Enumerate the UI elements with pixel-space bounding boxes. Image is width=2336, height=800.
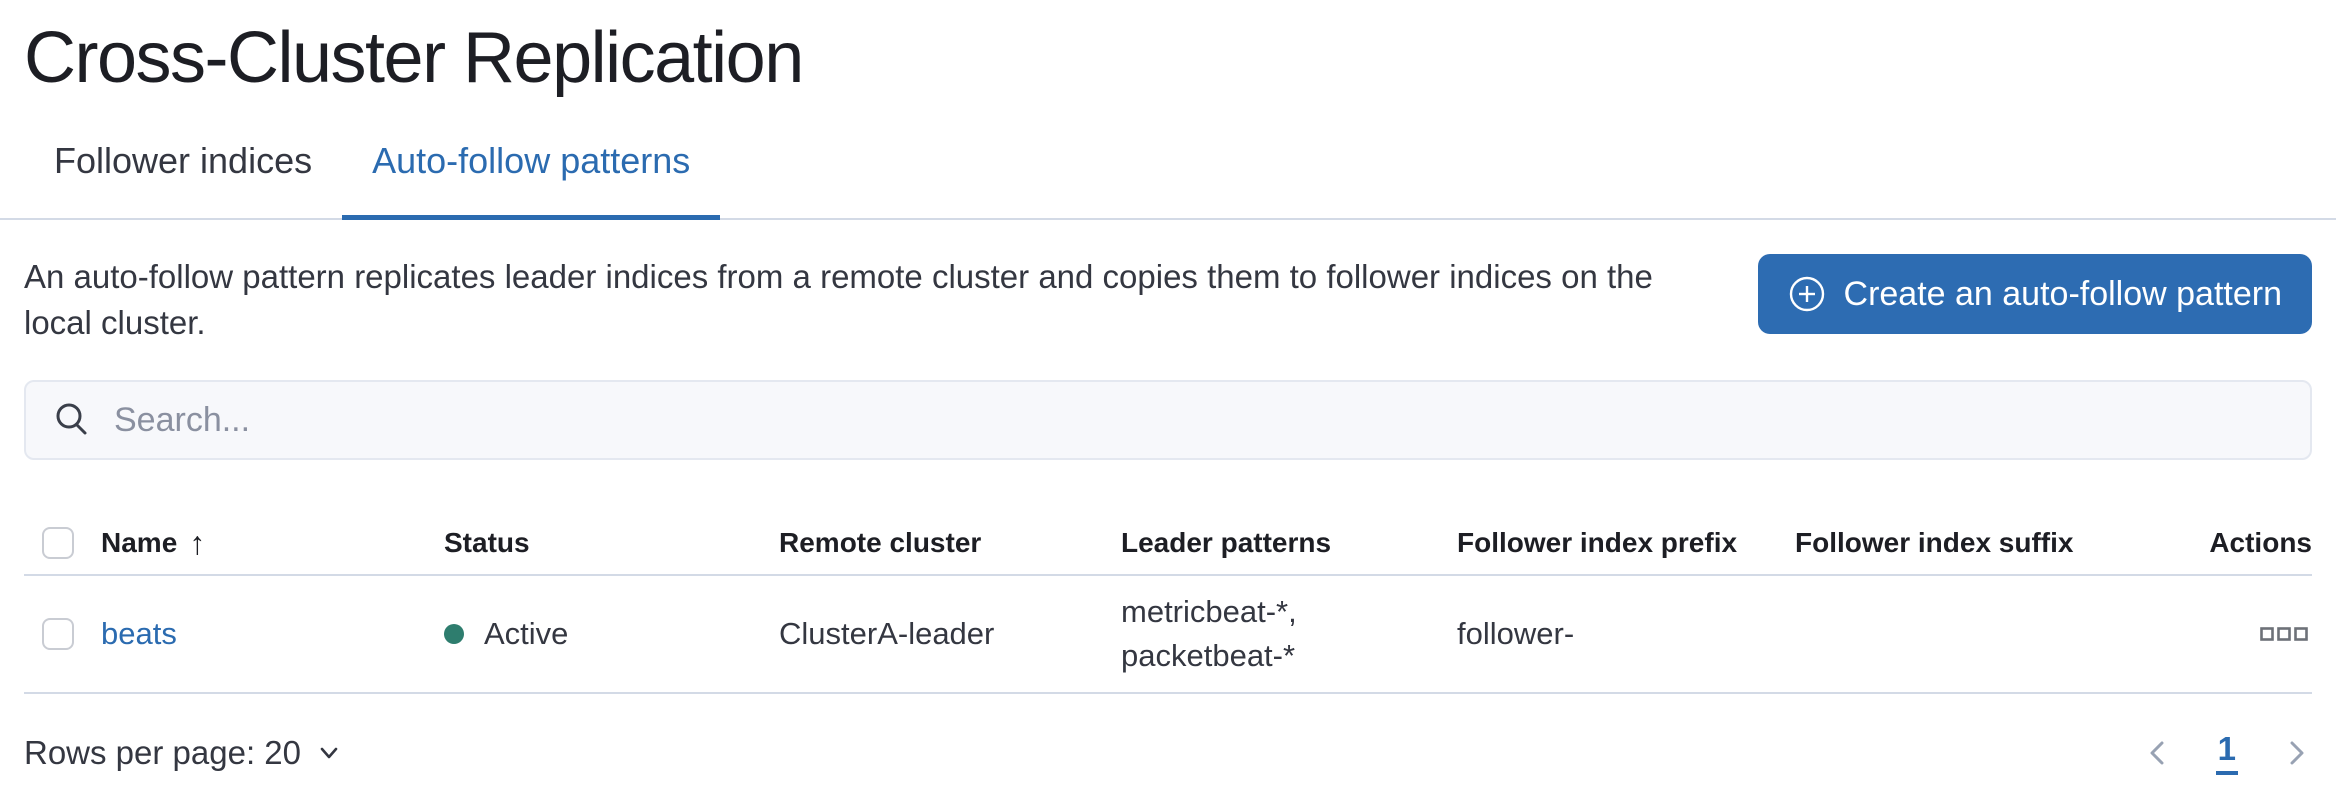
leader-patterns-cell: metricbeat-*, packetbeat-* <box>1121 590 1457 678</box>
table-row-beats: beats Active ClusterA-leader metricbeat-… <box>24 576 2312 694</box>
tab-auto-follow-patterns[interactable]: Auto-follow patterns <box>342 108 721 220</box>
create-button-label: Create an auto-follow pattern <box>1843 274 2282 313</box>
pattern-name-link[interactable]: beats <box>101 616 177 651</box>
create-auto-follow-pattern-button[interactable]: Create an auto-follow pattern <box>1757 254 2312 334</box>
boxes-horizontal-icon <box>2260 627 2308 641</box>
table-footer: Rows per page: 20 1 <box>24 730 2312 775</box>
actions-cell <box>2160 622 2312 646</box>
page-title: Cross-Cluster Replication <box>24 18 804 98</box>
row-checkbox[interactable] <box>42 618 74 650</box>
column-header-name[interactable]: Name ↑ <box>101 525 444 562</box>
intro-section: An auto-follow pattern replicates leader… <box>24 254 2312 346</box>
pagination: 1 <box>2142 730 2312 775</box>
column-header-name-label: Name <box>101 527 178 558</box>
column-header-leader-patterns: Leader patterns <box>1121 527 1332 558</box>
name-cell: beats <box>101 616 444 652</box>
description-line-1: An auto-follow pattern replicates leader… <box>24 258 1653 295</box>
row-actions-button[interactable] <box>2256 622 2312 646</box>
chevron-right-icon <box>2290 741 2304 764</box>
chevron-left-icon <box>2150 741 2164 764</box>
status-cell: Active <box>444 616 779 652</box>
sort-ascending-icon: ↑ <box>189 524 206 561</box>
search-icon <box>56 403 87 435</box>
next-page-button[interactable] <box>2282 736 2312 770</box>
auto-follow-patterns-table: Name ↑ Status Remote cluster Leader patt… <box>24 512 2312 694</box>
tab-bar: Follower indices Auto-follow patterns <box>0 108 2336 220</box>
table-header-row: Name ↑ Status Remote cluster Leader patt… <box>24 512 2312 576</box>
chevron-down-icon <box>320 747 338 758</box>
row-checkbox-cell <box>24 618 101 650</box>
column-header-actions: Actions <box>2209 527 2312 558</box>
column-header-follower-index-suffix: Follower index suffix <box>1795 527 2074 558</box>
select-all-checkbox[interactable] <box>42 527 74 559</box>
follower-index-prefix-cell: follower- <box>1457 616 1575 651</box>
tab-follower-indices[interactable]: Follower indices <box>24 108 342 218</box>
header-checkbox-cell <box>24 527 101 559</box>
cross-cluster-replication-page: Cross-Cluster Replication Follower indic… <box>0 18 2336 775</box>
column-header-remote-cluster: Remote cluster <box>779 527 982 558</box>
rows-per-page-label: Rows per page: 20 <box>24 733 302 771</box>
search-bar <box>24 380 2312 460</box>
previous-page-button[interactable] <box>2142 736 2172 770</box>
search-input[interactable] <box>114 400 2284 440</box>
page-description: An auto-follow pattern replicates leader… <box>24 254 1653 346</box>
leader-pattern-line-2: packetbeat-* <box>1121 638 1296 673</box>
remote-cluster-cell: ClusterA-leader <box>779 616 995 651</box>
column-header-follower-index-prefix: Follower index prefix <box>1457 527 1738 558</box>
status-label: Active <box>484 616 569 651</box>
leader-pattern-line-1: metricbeat-*, <box>1121 594 1297 629</box>
column-header-status: Status <box>444 527 530 558</box>
plus-in-circle-icon <box>1789 276 1824 312</box>
description-line-2: local cluster. <box>24 304 206 341</box>
page-number-current[interactable]: 1 <box>2215 730 2238 775</box>
status-active-dot-icon <box>444 624 464 644</box>
rows-per-page-button[interactable]: Rows per page: 20 <box>24 734 343 772</box>
